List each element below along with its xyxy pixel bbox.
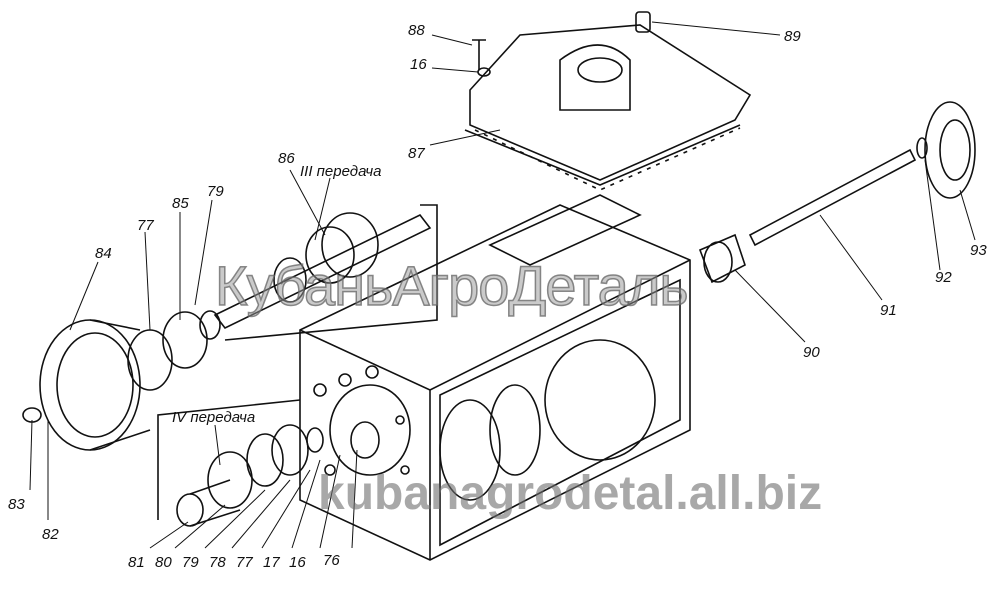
part-label-88: 88 (408, 22, 425, 39)
top-cover (464, 11, 752, 191)
gearbox-housing (299, 194, 691, 561)
part-label-78: 78 (209, 554, 226, 571)
part-label-91: 91 (880, 302, 897, 319)
label-third-gear: III передача (300, 163, 382, 180)
fourth-gear-shaft (157, 399, 380, 527)
part-label-77-bottom: 77 (236, 554, 253, 571)
part-label-92: 92 (935, 269, 952, 286)
part-label-87: 87 (408, 145, 425, 162)
part-label-16: 16 (410, 56, 427, 73)
part-label-86: 86 (278, 150, 295, 167)
part-label-79-top: 79 (207, 183, 224, 200)
third-gear-shaft (213, 204, 438, 341)
label-fourth-gear: IV передача (172, 409, 256, 426)
part-label-85: 85 (172, 195, 189, 212)
part-label-89: 89 (784, 28, 801, 45)
part-label-93: 93 (970, 242, 987, 259)
part-label-80: 80 (155, 554, 172, 571)
leader-lines (29, 21, 976, 549)
part-label-82: 82 (42, 526, 59, 543)
clutch-drum (22, 310, 221, 451)
part-label-77-top: 77 (137, 217, 154, 234)
part-label-79-bottom: 79 (182, 554, 199, 571)
right-shaft-assembly (698, 101, 976, 284)
part-label-81: 81 (128, 554, 145, 571)
part-label-76: 76 (323, 552, 340, 569)
part-label-90: 90 (803, 344, 820, 361)
part-label-84: 84 (95, 245, 112, 262)
watermark-bottom: kubanagrodetal.all.biz (318, 467, 823, 520)
part-label-83: 83 (8, 496, 25, 513)
part-label-17: 17 (263, 554, 280, 571)
watermark-top: КубаньАгроДеталь (214, 254, 689, 317)
part-label-16-bottom: 16 (289, 554, 306, 571)
